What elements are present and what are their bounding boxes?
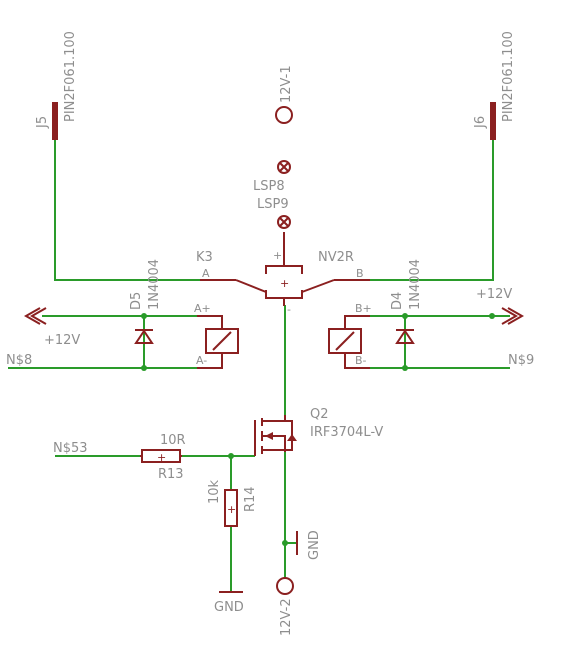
relay-minus-label: - — [287, 303, 291, 316]
pad-circle-bottom — [276, 577, 294, 595]
pad-12v-2-label: 12V-2 — [279, 598, 294, 636]
r14-name: R14 — [243, 486, 258, 512]
coil-b-minus: B- — [355, 354, 367, 367]
resistor-r14: + 10k R14 — [207, 479, 258, 527]
lsp9-circle — [277, 215, 291, 229]
pin-j6 — [490, 102, 496, 140]
relay-arm-b2 — [301, 279, 335, 293]
pad-circle-top — [275, 106, 293, 124]
arrow-left-inner — [23, 307, 41, 325]
lsp9-label: LSP9 — [257, 197, 289, 212]
d4-value: 1N4004 — [408, 259, 423, 310]
arrow-right-outer — [501, 307, 519, 325]
r13-plus: + — [157, 451, 166, 464]
connector-j6: J6 PIN2F061.100 — [473, 31, 516, 140]
q2-name: Q2 — [310, 407, 329, 422]
q2-source — [262, 449, 286, 452]
junctions — [141, 313, 495, 546]
relay-center-plus: + — [280, 277, 289, 290]
connector-j5: J5 PIN2F061.100 — [35, 31, 78, 140]
coil-b-plus: B+ — [355, 302, 372, 315]
r13-value: 10R — [160, 433, 186, 448]
relay-pin-b: B — [356, 267, 364, 280]
j6-name: J6 — [473, 116, 488, 129]
diode-d5-body — [134, 329, 154, 344]
supply-right: +12V — [476, 287, 525, 325]
wire-j5 — [54, 140, 200, 281]
junction-gate — [228, 453, 234, 459]
ground-right: GND — [296, 530, 322, 560]
supply-right-label: +12V — [476, 287, 512, 302]
q2-body-diode-tri — [287, 434, 297, 441]
coil-a-minus: A- — [196, 354, 207, 367]
relay-pin-a: A — [202, 267, 210, 280]
r13-name: R13 — [158, 467, 184, 482]
r14-plus: + — [227, 503, 236, 516]
diode-d4-body — [395, 329, 415, 344]
relay-plus-label: + — [273, 249, 282, 262]
net-n8-label: N$8 — [6, 353, 32, 368]
q2-body — [262, 435, 286, 450]
coil-a-plus: A+ — [194, 302, 211, 315]
lsp8: LSP8 — [253, 160, 291, 194]
r14-value: 10k — [207, 479, 222, 504]
diode-d5: D5 1N4004 — [129, 259, 162, 344]
junction-right-rail-end — [489, 313, 495, 319]
junction-d4-top — [402, 313, 408, 319]
q2-drain — [262, 415, 286, 422]
arrow-left-outer — [29, 307, 47, 325]
relay-name: K3 — [196, 250, 213, 265]
j5-value: PIN2F061.100 — [63, 31, 78, 122]
r14-body — [224, 489, 238, 527]
diode-d4: D4 1N4004 — [390, 259, 423, 344]
junction-gnd — [282, 540, 288, 546]
lsp9: LSP9 — [257, 197, 291, 229]
pad-12v-2: 12V-2 — [276, 577, 294, 636]
q2-arrow — [265, 432, 273, 440]
j6-value: PIN2F061.100 — [501, 31, 516, 122]
pad-12v-1: 12V-1 — [275, 65, 294, 124]
supply-left-label: +12V — [44, 333, 80, 348]
ground-left: GND — [214, 591, 244, 615]
relay-k3: K3 NV2R A B + - + A+ A- B+ B- — [194, 232, 372, 369]
net-n53-label: N$53 — [53, 441, 88, 456]
pad-12v-1-label: 12V-1 — [279, 65, 294, 103]
relay-value: NV2R — [318, 250, 354, 265]
junction-d4-bottom — [402, 365, 408, 371]
lsp8-circle — [277, 160, 291, 174]
d4-name: D4 — [390, 292, 405, 310]
junction-d5-bottom — [141, 365, 147, 371]
d5-value: 1N4004 — [147, 259, 162, 310]
net-wires — [8, 140, 510, 592]
gnd-left-label: GND — [214, 600, 244, 615]
net-n9-label: N$9 — [508, 353, 534, 368]
j5-name: J5 — [35, 116, 50, 129]
arrow-right-inner — [507, 307, 525, 325]
pin-j5 — [52, 102, 58, 140]
wire-j6 — [370, 140, 494, 281]
lsp8-label: LSP8 — [253, 179, 285, 194]
relay-arm-a2 — [235, 279, 267, 293]
supply-left: +12V — [23, 307, 80, 348]
d5-name: D5 — [129, 292, 144, 310]
resistor-r13: + 10R R13 — [140, 433, 186, 482]
q2-value: IRF3704L-V — [310, 425, 383, 440]
gnd-right-label: GND — [307, 530, 322, 560]
mosfet-q2: Q2 IRF3704L-V — [254, 407, 383, 456]
junction-d5-top — [141, 313, 147, 319]
